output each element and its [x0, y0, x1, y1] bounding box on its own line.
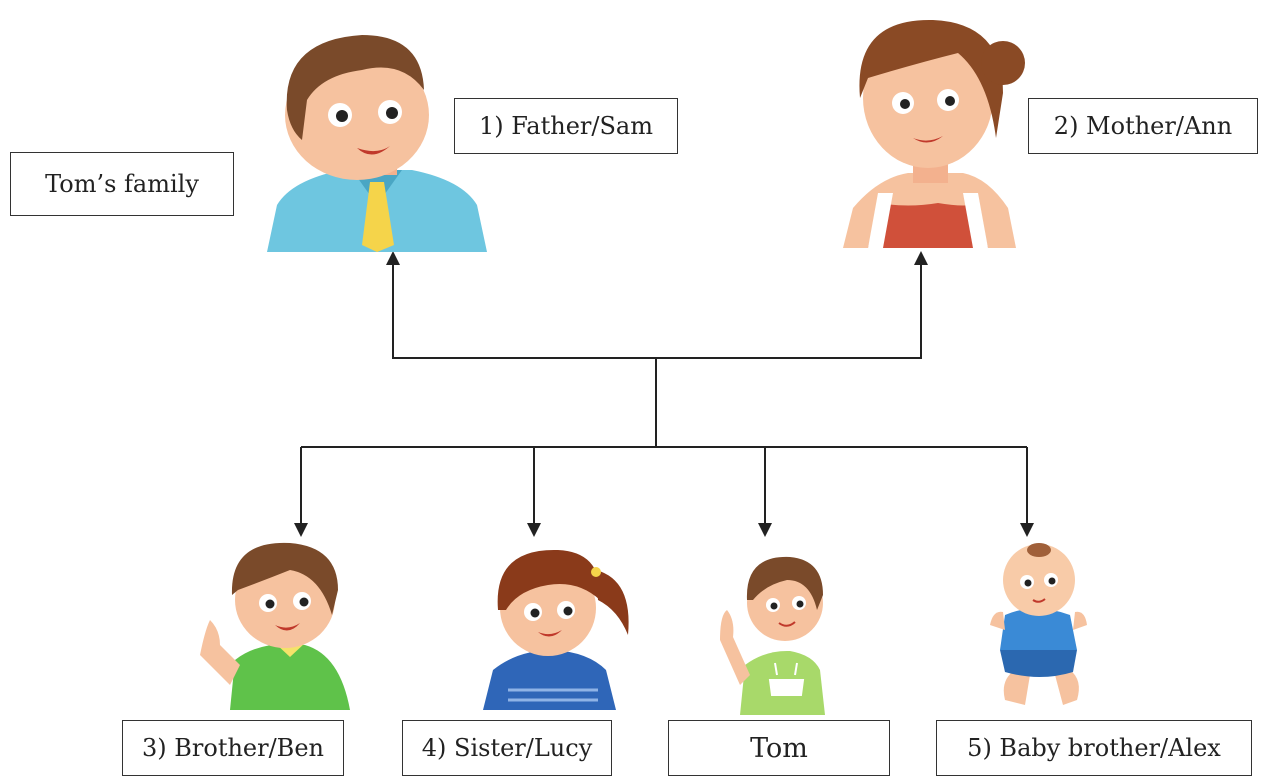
tom-label: Tom	[668, 720, 890, 776]
diagram-title: Tom’s family	[10, 152, 234, 216]
baby-icon	[990, 543, 1087, 705]
brother-label: 3) Brother/Ben	[122, 720, 344, 776]
sister-label: 4) Sister/Lucy	[402, 720, 612, 776]
father-icon	[267, 35, 487, 252]
brother-icon	[200, 542, 350, 710]
connector-to-mother	[656, 251, 928, 359]
connector-to-father	[386, 251, 656, 359]
mother-icon	[843, 19, 1025, 248]
tom-icon	[720, 556, 825, 715]
father-label: 1) Father/Sam	[454, 98, 678, 154]
mother-label: 2) Mother/Ann	[1028, 98, 1258, 154]
baby-label: 5) Baby brother/Alex	[936, 720, 1252, 776]
sister-icon	[483, 549, 629, 710]
